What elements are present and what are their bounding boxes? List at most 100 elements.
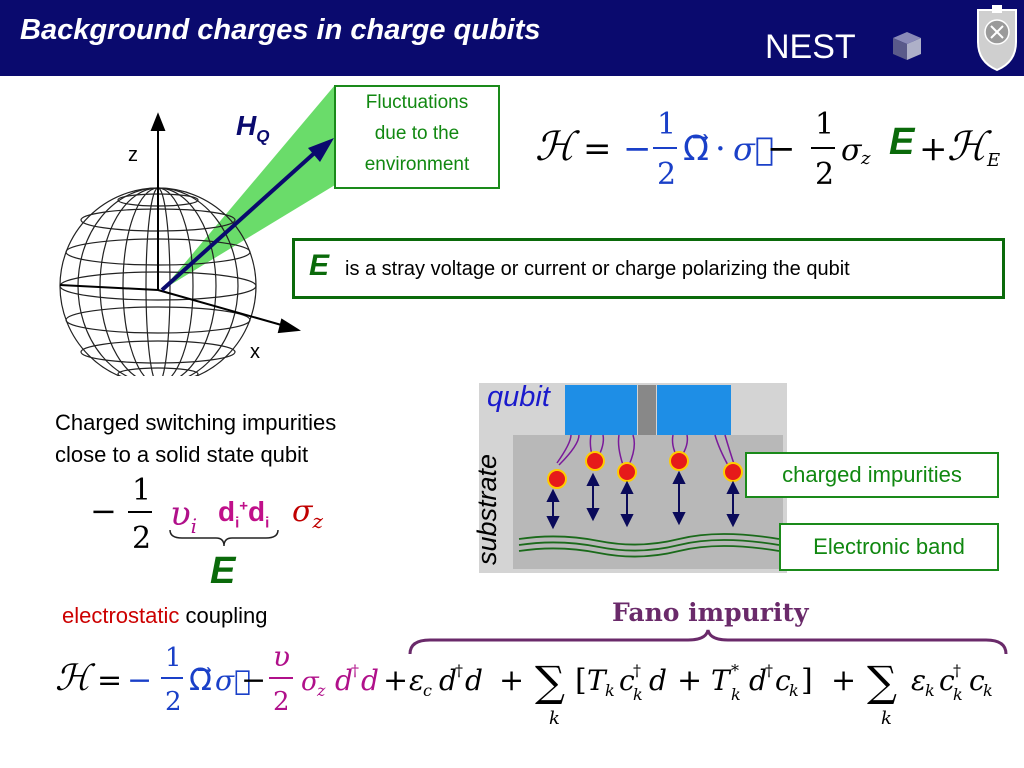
underbrace <box>169 529 279 547</box>
fluctuations-box: Fluctuations due to the environment <box>334 85 500 189</box>
svg-text:2: 2 <box>815 157 834 192</box>
svg-text:1: 1 <box>132 473 151 508</box>
svg-text:d: d <box>335 664 353 697</box>
nest-logo: NEST <box>765 28 921 66</box>
svg-text:=: = <box>583 129 612 169</box>
svg-text:1: 1 <box>657 107 676 142</box>
impurities-line: close to a solid state qubit <box>55 442 309 467</box>
axes <box>59 112 301 334</box>
title-bar <box>0 0 1024 76</box>
svg-text:σ: σ <box>301 667 320 697</box>
svg-text:d: d <box>649 664 667 697</box>
coupling-fraction: − 1 2 <box>90 473 152 556</box>
impurities-description: Charged switching impurities close to a … <box>55 407 435 471</box>
svg-text:+: + <box>919 129 948 169</box>
svg-text:T: T <box>587 664 608 697</box>
substrate-diagram <box>479 383 787 573</box>
svg-text:d: d <box>749 664 767 697</box>
svg-text:∑: ∑ <box>535 657 565 706</box>
svg-text:]: ] <box>801 663 813 698</box>
svg-text:2: 2 <box>165 687 182 717</box>
hq-vector <box>160 146 322 292</box>
svg-text:2: 2 <box>132 521 151 556</box>
svg-text:σ: σ <box>841 133 863 168</box>
e-definition-text: is a stray voltage or current or charge … <box>345 258 850 280</box>
svg-text:σ⃗: σ⃗ <box>215 664 251 697</box>
svg-text:ℋ: ℋ <box>55 658 96 699</box>
svg-text:d: d <box>439 664 457 697</box>
svg-text:=: = <box>97 663 122 698</box>
fano-impurity-label: Fano impurity <box>612 598 809 627</box>
svg-text:k: k <box>605 681 615 700</box>
crest-icon <box>977 5 1017 72</box>
svg-text:Ω⃗: Ω⃗ <box>683 129 709 169</box>
svg-text:+: + <box>677 663 702 698</box>
svg-text:2: 2 <box>657 157 676 192</box>
svg-text:ε: ε <box>911 664 926 697</box>
svg-text:·: · <box>715 129 726 169</box>
svg-text:k: k <box>881 708 892 729</box>
bloch-sphere-diagram <box>59 85 335 376</box>
cube-icon <box>893 32 921 60</box>
svg-text:†: † <box>351 661 359 680</box>
qubit-label: qubit <box>487 381 550 413</box>
svg-text:c: c <box>969 664 985 697</box>
svg-text:υ: υ <box>273 640 290 673</box>
charged-impurities-label: charged impurities <box>745 452 999 498</box>
svg-text:†: † <box>633 661 641 680</box>
svg-text:ε: ε <box>409 664 424 697</box>
fano-overbrace <box>408 629 1008 655</box>
svg-text:c: c <box>775 664 791 697</box>
svg-text:E: E <box>889 121 916 163</box>
svg-text:ℋ: ℋ <box>535 124 580 170</box>
svg-text:d: d <box>361 664 379 697</box>
e-symbol: E <box>309 249 330 282</box>
svg-text:k: k <box>983 681 993 700</box>
svg-text:†: † <box>455 661 463 680</box>
hq-arrowhead <box>308 138 334 162</box>
svg-text:T: T <box>711 664 732 697</box>
svg-text:−: − <box>767 129 796 169</box>
stray-definition-box: E is a stray voltage or current or charg… <box>292 238 1005 299</box>
svg-text:k: k <box>925 681 935 700</box>
z-axis-label: z <box>128 144 138 166</box>
svg-text:[: [ <box>575 663 587 698</box>
svg-text:ℋ: ℋ <box>947 124 992 170</box>
svg-text:c: c <box>423 681 432 700</box>
fluctuations-line: due to the <box>374 123 460 144</box>
svg-text:k: k <box>789 681 799 700</box>
nest-logo-text: NEST <box>765 28 856 66</box>
svg-text:c: c <box>939 664 955 697</box>
fluctuations-line: environment <box>364 154 470 175</box>
hamiltonian-equation: ℋ = − 1 2 Ω⃗ · σ⃗ − 1 2 σ z E + ℋ E <box>535 107 1000 192</box>
svg-text:−: − <box>623 129 652 169</box>
svg-text:−: − <box>90 492 117 530</box>
svg-text:c: c <box>619 664 635 697</box>
fluctuations-line: Fluctuations <box>365 92 469 113</box>
svg-text:d: d <box>465 664 483 697</box>
impurities-line: Charged switching impurities <box>55 410 337 435</box>
svg-text:σ⃗: σ⃗ <box>733 130 774 168</box>
svg-text:+: + <box>831 663 856 698</box>
fluctuation-cone <box>162 85 335 290</box>
slide-title: Background charges in charge qubits <box>20 14 541 46</box>
svg-text:1: 1 <box>165 643 182 673</box>
svg-text:1: 1 <box>815 107 834 142</box>
substrate-label: substrate <box>472 453 502 565</box>
svg-text:k: k <box>731 685 741 704</box>
sigma-z-symbol: σz <box>292 494 324 533</box>
svg-text:−: − <box>241 663 266 698</box>
svg-text:z: z <box>316 681 326 700</box>
electronic-band-label: Electronic band <box>779 523 999 571</box>
d-operators: di+di <box>218 496 270 532</box>
svg-text:k: k <box>953 685 963 704</box>
svg-text:Ω⃗: Ω⃗ <box>189 663 212 698</box>
coupling-e-symbol: E <box>210 550 236 592</box>
svg-text:*: * <box>731 661 739 680</box>
svg-text:E: E <box>986 150 1000 171</box>
svg-text:k: k <box>633 685 643 704</box>
svg-text:+: + <box>499 663 524 698</box>
hq-label: HQ <box>236 110 270 146</box>
fano-hamiltonian-equation: ℋ = − 1 2 Ω⃗ σ⃗ − υ 2 σ z d † d + ε c d … <box>55 640 993 729</box>
svg-text:2: 2 <box>273 687 290 717</box>
